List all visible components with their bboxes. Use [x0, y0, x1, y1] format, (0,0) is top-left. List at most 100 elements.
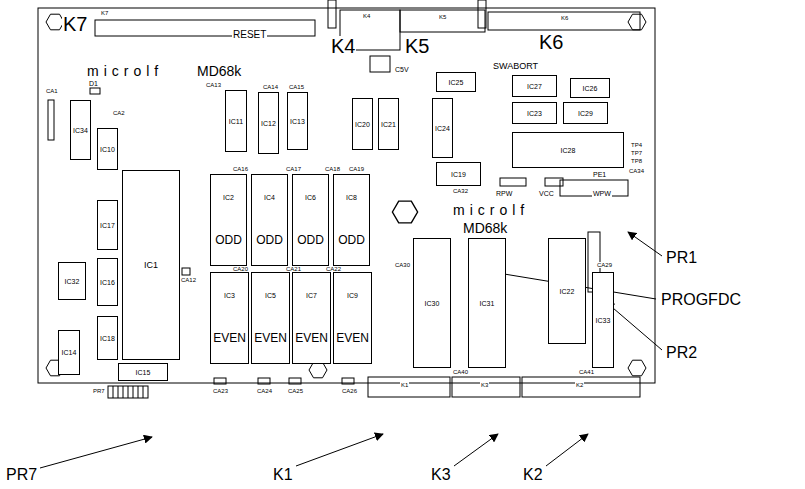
- ic-chip: IC8ODD: [333, 174, 370, 266]
- ic-chip: IC17: [97, 200, 118, 250]
- callout-label: K3: [430, 467, 452, 483]
- chip-designator: IC24: [435, 125, 450, 132]
- callout-label: K2: [522, 467, 544, 483]
- capacitor: [342, 378, 354, 384]
- chip-designator: IC11: [229, 118, 243, 125]
- connector: [488, 12, 640, 30]
- silkscreen-label: TP4: [630, 142, 643, 148]
- chip-designator: IC22: [560, 288, 575, 295]
- chip-designator: IC29: [578, 110, 593, 117]
- silkscreen-label: VCC: [538, 190, 555, 197]
- chip-designator: IC32: [65, 278, 80, 285]
- leader-arrow: [606, 302, 662, 350]
- capacitor: [258, 378, 270, 384]
- component: [370, 56, 390, 72]
- ic-chip: IC16: [97, 258, 118, 306]
- chip-designator: IC4: [264, 194, 275, 201]
- chip-marking: EVEN: [254, 332, 287, 344]
- chip-designator: IC14: [62, 349, 77, 356]
- chip-designator: IC28: [561, 147, 576, 154]
- board-name: MD68k: [196, 64, 242, 78]
- ic-chip: IC32: [58, 262, 86, 300]
- silkscreen-label: CA14: [262, 84, 279, 90]
- chip-designator: IC7: [306, 292, 317, 299]
- connector: [400, 10, 485, 32]
- chip-marking: ODD: [338, 234, 365, 246]
- chip-designator: IC33: [596, 317, 611, 324]
- silkscreen-label: SWABORT: [492, 62, 539, 71]
- silkscreen-label: CA25: [287, 388, 304, 394]
- chip-designator: IC15: [136, 369, 151, 376]
- ic-chip: IC4ODD: [251, 174, 288, 266]
- callout-label: PR1: [665, 250, 698, 266]
- mounting-hole: [628, 360, 646, 376]
- chip-designator: IC12: [261, 120, 276, 127]
- ic-chip: IC12: [258, 92, 279, 154]
- connector: [368, 377, 450, 397]
- silkscreen-label: K3: [480, 382, 489, 388]
- ic-chip: IC5EVEN: [251, 272, 290, 364]
- pin-header: [113, 386, 143, 398]
- silkscreen-label: PE1: [592, 171, 607, 178]
- silkscreen-label: CA41: [578, 369, 595, 375]
- ic-chip: IC19: [436, 162, 481, 186]
- chip-designator: IC31: [480, 300, 495, 307]
- chip-designator: IC27: [527, 83, 542, 90]
- silkscreen-label: CA24: [256, 388, 273, 394]
- silkscreen-label: CA30: [394, 262, 411, 268]
- chip-designator: IC17: [100, 222, 115, 229]
- silkscreen-label: CA21: [285, 266, 302, 272]
- callout-label: K1: [272, 467, 294, 483]
- ic-chip: IC30: [413, 238, 451, 368]
- chip-designator: IC21: [381, 121, 396, 128]
- silkscreen-label: WPW: [592, 190, 612, 197]
- chip-designator: IC1: [144, 261, 158, 270]
- ic-chip: IC33: [592, 272, 614, 368]
- silkscreen-label: D1: [88, 80, 99, 87]
- ic-chip: IC3EVEN: [210, 272, 249, 364]
- callout-label: K7: [62, 14, 88, 34]
- chip-marking: EVEN: [336, 332, 369, 344]
- leader-arrow: [454, 434, 498, 466]
- mounting-hole: [628, 14, 646, 30]
- jumper: [500, 178, 526, 186]
- chip-designator: IC8: [346, 194, 357, 201]
- chip-designator: IC19: [451, 171, 466, 178]
- leader-arrow: [628, 232, 662, 256]
- ic-chip: IC10: [97, 128, 118, 170]
- ic-chip: IC6ODD: [292, 174, 329, 266]
- silkscreen-label: CA34: [628, 168, 645, 174]
- ic-chip: IC18: [97, 316, 118, 360]
- silkscreen-label: CA40: [452, 369, 469, 375]
- silkscreen-label: CA26: [341, 388, 358, 394]
- chip-designator: IC10: [100, 146, 115, 153]
- pin-header: [108, 386, 148, 398]
- silkscreen-label: CA1: [45, 88, 59, 94]
- connector: [452, 377, 520, 397]
- chip-designator: IC18: [100, 335, 115, 342]
- chip-marking: EVEN: [295, 332, 328, 344]
- chip-marking: EVEN: [213, 332, 246, 344]
- ic-chip: IC20: [352, 98, 373, 150]
- leader-arrow: [546, 434, 588, 466]
- silkscreen-label: RPW: [495, 190, 513, 197]
- board-name: microlf: [452, 203, 530, 217]
- ic-chip: IC7EVEN: [292, 272, 331, 364]
- ic-chip: IC31: [468, 238, 506, 368]
- board-name: microlf: [86, 64, 164, 78]
- ic-chip: IC27: [512, 75, 557, 97]
- connector-post: [328, 0, 336, 28]
- silkscreen-label: TP7: [630, 150, 643, 156]
- silkscreen-label: CA15: [288, 84, 305, 90]
- silkscreen-label: K6: [560, 15, 569, 21]
- ic-chip: IC21: [378, 98, 399, 150]
- diode: [90, 88, 100, 94]
- chip-designator: IC9: [347, 292, 358, 299]
- chip-designator: IC20: [355, 121, 370, 128]
- jumper: [545, 178, 563, 186]
- mounting-hole: [392, 201, 417, 223]
- ic-chip: IC2ODD: [210, 174, 247, 266]
- ic-chip: IC26: [570, 78, 610, 98]
- connector: [560, 180, 628, 196]
- connector: [95, 20, 315, 36]
